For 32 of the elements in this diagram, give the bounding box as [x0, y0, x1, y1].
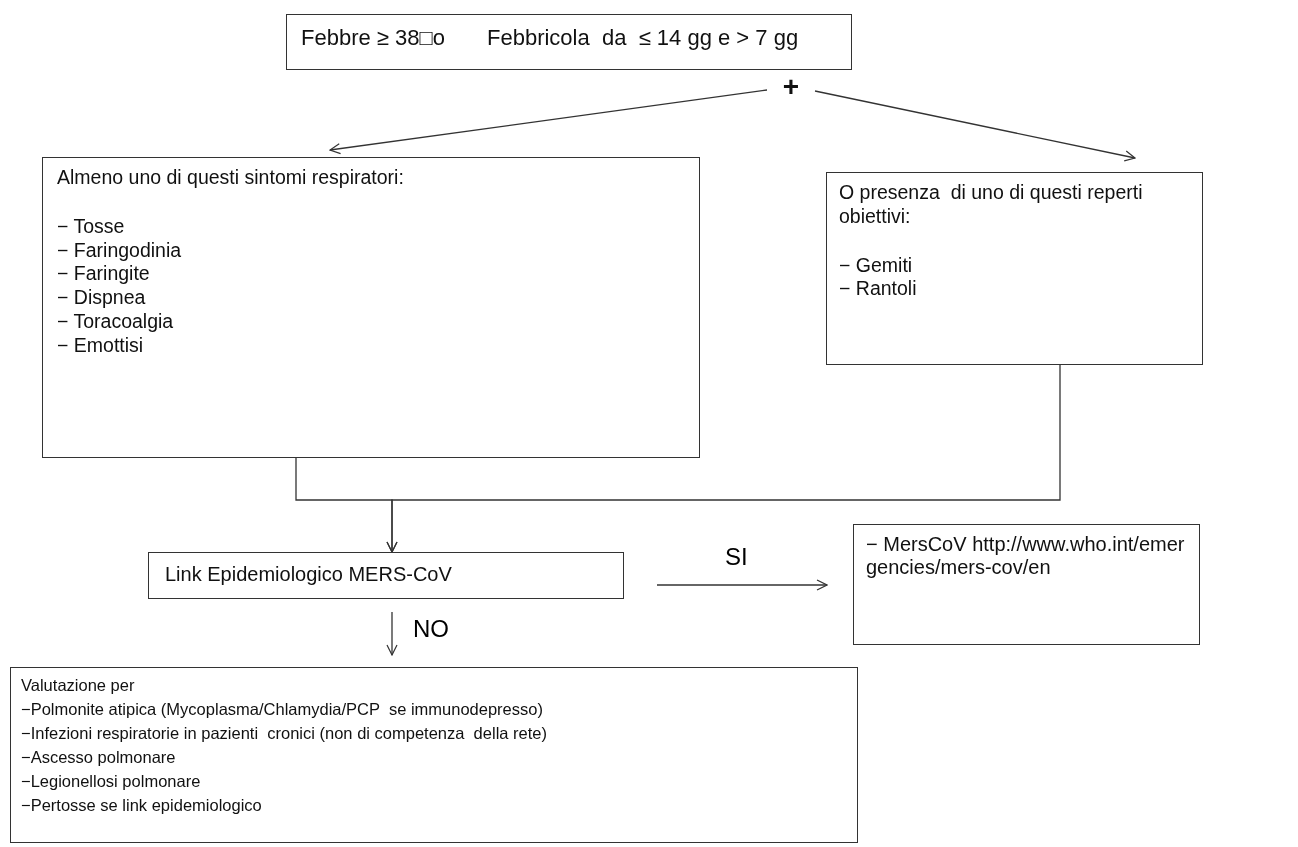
findings-box — [826, 172, 1203, 365]
list-item: − Emottisi — [57, 333, 145, 358]
list-item: −Infezioni respiratorie in pazienti cronici (non di competenza della rete) — [21, 722, 548, 744]
list-item: −Ascesso polmonare — [21, 746, 177, 768]
evaluation-box — [10, 667, 858, 843]
node-text: Febbricola da ≤ 14 gg e > 7 gg — [487, 25, 799, 52]
node-text: Febbre ≥ 38□o — [301, 25, 445, 52]
arrow — [386, 611, 398, 656]
arrow — [386, 364, 1061, 553]
arrow — [329, 89, 768, 155]
list-item: − Dispnea — [57, 286, 147, 310]
list-item: − Rantoli — [839, 277, 918, 302]
list-item: − Faringite — [57, 262, 151, 287]
list-item: −Pertosse se link epidemiologico — [21, 794, 263, 816]
arrow — [656, 579, 828, 591]
plus-sign: + — [777, 70, 805, 104]
node-text: Valutazione per — [21, 675, 136, 696]
result-box — [853, 524, 1200, 645]
node-text: − MersCoV http://www.who.int/emergencies/mers-cov/en — [866, 533, 1186, 579]
decision-box — [148, 552, 624, 599]
symptoms-box — [42, 157, 700, 458]
node-text: Almeno uno di questi sintomi respiratori: — [57, 166, 405, 190]
list-item: − Tosse — [57, 214, 126, 239]
list-item: − Faringodinia — [57, 238, 183, 263]
list-item: −Polmonite atipica (Mycoplasma/Chlamydia/PCP se immunodepresso) — [21, 698, 544, 720]
list-item: − Toracoalgia — [57, 309, 175, 334]
list-item: −Legionellosi polmonare — [21, 770, 202, 792]
arrow — [814, 90, 1136, 162]
node-text: Link Epidemiologico MERS-CoV — [165, 563, 453, 586]
list-item: − Gemiti — [839, 253, 914, 278]
criteria-box — [286, 14, 852, 70]
node-text: O presenza di uno di questi reperti obiettivi: — [839, 181, 1144, 229]
